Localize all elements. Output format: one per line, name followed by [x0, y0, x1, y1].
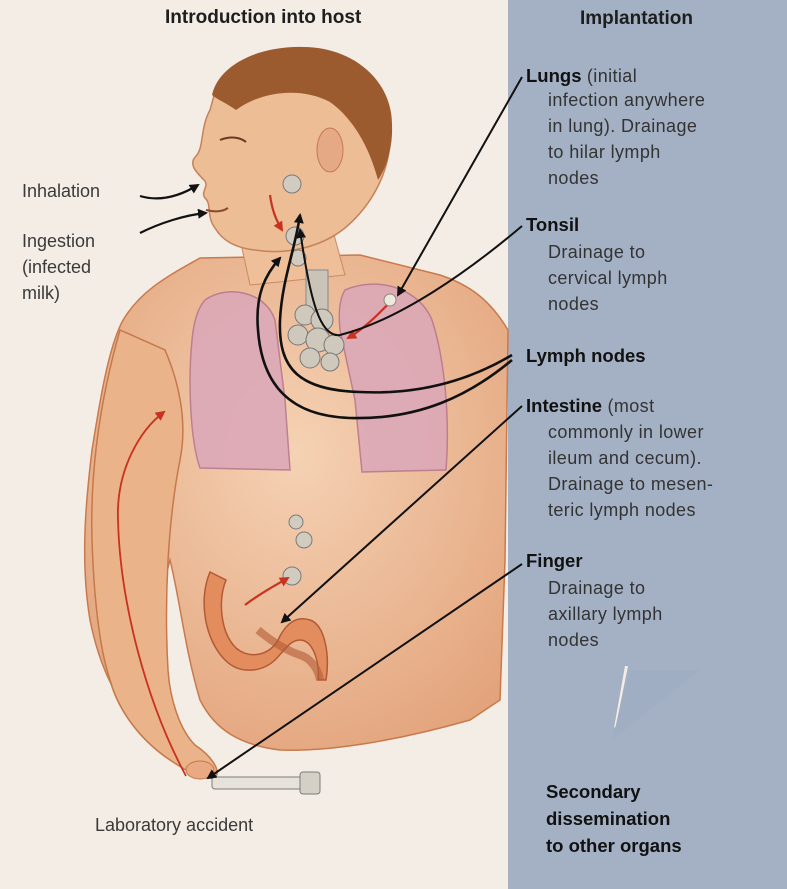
lungs-pointer — [398, 77, 522, 295]
site-tonsil-line: Drainage to — [548, 239, 645, 265]
site-tonsil-title: Tonsil — [526, 214, 579, 236]
site-lymph-nodes-title: Lymph nodes — [526, 345, 646, 367]
ingestion-detail: (infected — [22, 254, 91, 280]
ingestion-arrow — [140, 213, 206, 233]
secondary-line: Secondary — [546, 778, 641, 805]
secondary-line: dissemination — [546, 805, 670, 832]
site-lungs-title-suffix: (initial — [582, 66, 638, 86]
site-intestine-line: ileum and cecum). — [548, 445, 702, 471]
site-lungs-line: infection anywhere — [548, 87, 705, 113]
site-intestine-title-suffix: (most — [602, 396, 654, 416]
site-lungs-title: Lungs — [526, 65, 582, 86]
site-intestine-line: teric lymph nodes — [548, 497, 696, 523]
laboratory-accident-label: Laboratory accident — [95, 812, 253, 838]
site-lungs: Lungs (initial — [526, 63, 637, 89]
inhalation-arrow — [140, 185, 198, 198]
ingestion-detail-2: milk) — [22, 280, 60, 306]
site-finger-line: Drainage to — [548, 575, 645, 601]
introduction-header: Introduction into host — [165, 7, 361, 29]
inhalation-label: Inhalation — [22, 178, 100, 204]
secondary-line: to other organs — [546, 832, 682, 859]
site-intestine: Intestine (most — [526, 393, 654, 419]
left-lung — [190, 292, 290, 470]
site-lungs-line: in lung). Drainage — [548, 113, 697, 139]
site-intestine-line: Drainage to mesen- — [548, 471, 713, 497]
site-tonsil-line: cervical lymph — [548, 265, 668, 291]
site-finger-line: nodes — [548, 627, 599, 653]
site-tonsil-line: nodes — [548, 291, 599, 317]
implantation-header: Implantation — [580, 8, 693, 30]
site-lungs-line: to hilar lymph — [548, 139, 661, 165]
site-lungs-line: nodes — [548, 165, 599, 191]
ear — [317, 128, 343, 172]
pipette — [212, 772, 320, 794]
site-intestine-line: commonly in lower — [548, 419, 704, 445]
site-finger-title: Finger — [526, 550, 583, 572]
site-finger-line: axillary lymph — [548, 601, 663, 627]
site-intestine-title: Intestine — [526, 395, 602, 416]
ingestion-label: Ingestion — [22, 228, 95, 254]
